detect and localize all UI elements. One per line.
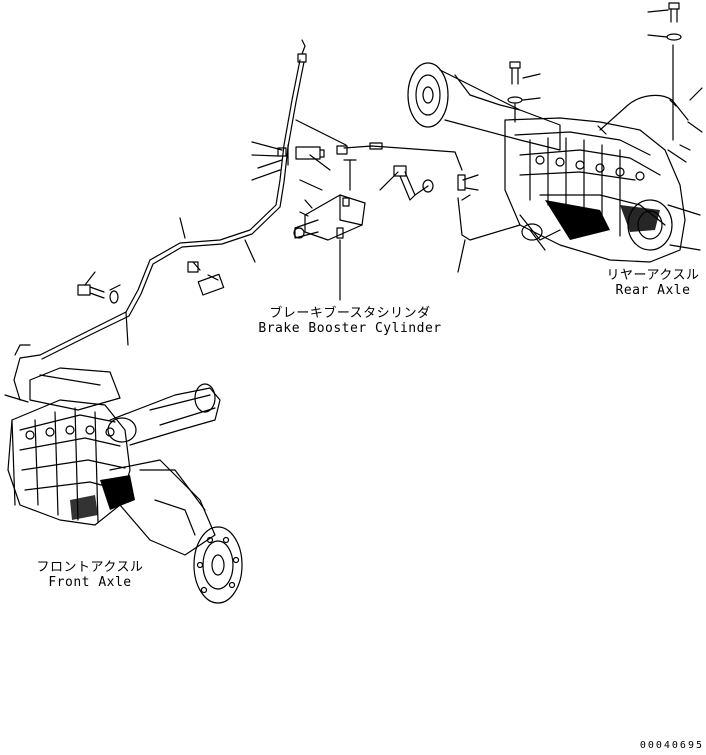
rear-axle-label-jp: リヤーアクスル: [606, 268, 700, 283]
front-axle-label-jp: フロントアクスル: [36, 560, 144, 575]
rear-axle-label-en: Rear Axle: [615, 283, 691, 298]
main-brake-pipe: [39, 59, 301, 356]
front-axle-label-en: Front Axle: [48, 575, 132, 590]
drawing-number: 00040695: [639, 740, 704, 751]
rear-bolts: [507, 2, 682, 141]
brake-booster-label-en: Brake Booster Cylinder: [258, 321, 442, 336]
front-axle-label: フロントアクスル Front Axle: [30, 560, 150, 590]
booster-fittings: [277, 144, 434, 201]
front-pipe-bolt: [77, 271, 129, 346]
brake-booster-cylinder-label: ブレーキブースタシリンダ Brake Booster Cylinder: [250, 306, 450, 336]
booster-to-rear-pipe: [343, 145, 463, 171]
front-axle-assembly: [4, 344, 243, 604]
rear-axle-assembly: [407, 62, 701, 263]
rear-axle-label: リヤーアクスル Rear Axle: [600, 268, 706, 298]
rear-upper-pipe: [599, 94, 689, 131]
brake-booster-label-jp: ブレーキブースタシリンダ: [269, 306, 431, 321]
brake-booster-cylinder: [293, 159, 366, 301]
